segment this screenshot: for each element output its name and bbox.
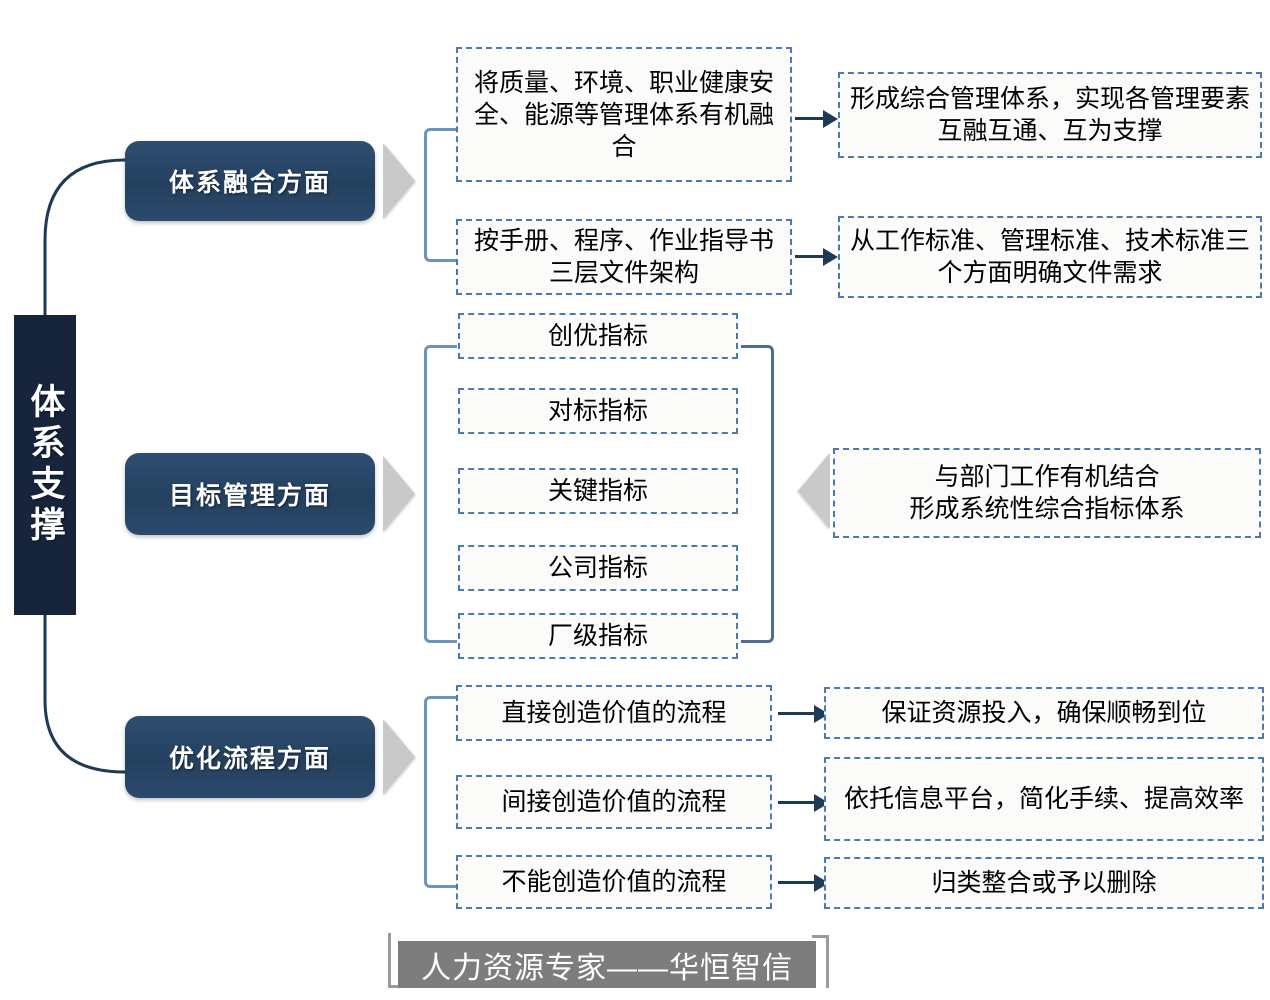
- target-box-1-2[interactable]: 从工作标准、管理标准、技术标准三个方面明确文件需求: [838, 216, 1262, 298]
- arrow-line-1-2: [795, 255, 823, 258]
- target-box-1-1[interactable]: 形成综合管理体系，实现各管理要素互融互通、互为支撑: [838, 72, 1262, 158]
- footer-bracket-left: [388, 933, 405, 988]
- target-box-3-1[interactable]: 保证资源投入，确保顺畅到位: [824, 687, 1264, 739]
- category-box-system-integration[interactable]: 体系融合方面: [125, 141, 375, 221]
- arrow-line-3-1: [778, 712, 814, 715]
- footer-label: 人力资源专家——华恒智信: [421, 951, 793, 985]
- arrow-line-3-3: [778, 881, 814, 884]
- bracket-goal-management-right: [741, 345, 774, 643]
- arrow-line-1-1: [795, 117, 823, 120]
- category-box-process-optimization[interactable]: 优化流程方面: [125, 716, 375, 798]
- indicator-box-3[interactable]: 关键指标: [458, 468, 738, 514]
- bracket-system-integration: [424, 128, 457, 262]
- category-label: 目标管理方面: [168, 482, 331, 510]
- source-box-1-2[interactable]: 按手册、程序、作业指导书三层文件架构: [456, 219, 792, 295]
- arrow-head-1-2: [823, 248, 838, 266]
- target-box-3-3[interactable]: 归类整合或予以删除: [824, 857, 1264, 909]
- category-box-goal-management[interactable]: 目标管理方面: [125, 453, 375, 535]
- summary-line-1: 与部门工作有机结合: [934, 463, 1160, 491]
- summary-line-2: 形成系统性综合指标体系: [909, 495, 1185, 523]
- indicator-box-5[interactable]: 厂级指标: [458, 613, 738, 659]
- spine-label: 体系支撑: [25, 383, 65, 547]
- triangle-left-icon: [798, 453, 830, 529]
- arrow-line-3-2: [778, 801, 814, 804]
- triangle-right-icon-1: [383, 143, 415, 219]
- summary-box-goal-management[interactable]: 与部门工作有机结合 形成系统性综合指标体系: [833, 448, 1261, 538]
- bracket-process-optimization: [424, 696, 457, 888]
- bracket-goal-management-left: [424, 345, 457, 643]
- source-box-3-1[interactable]: 直接创造价值的流程: [456, 685, 772, 741]
- category-label: 体系融合方面: [168, 169, 331, 197]
- spine-bar: 体系支撑: [14, 315, 76, 615]
- triangle-right-icon-2: [383, 456, 415, 532]
- target-box-3-2[interactable]: 依托信息平台，简化手续、提高效率: [824, 757, 1264, 841]
- arrow-head-1-1: [823, 110, 838, 128]
- footer-bracket-right: [812, 935, 829, 988]
- source-box-1-1[interactable]: 将质量、环境、职业健康安全、能源等管理体系有机融合: [456, 47, 792, 182]
- category-label: 优化流程方面: [168, 745, 331, 773]
- indicator-box-1[interactable]: 创优指标: [458, 313, 738, 359]
- indicator-box-4[interactable]: 公司指标: [458, 545, 738, 591]
- source-box-3-3[interactable]: 不能创造价值的流程: [456, 855, 772, 909]
- triangle-right-icon-3: [383, 719, 415, 795]
- footer-banner: 人力资源专家——华恒智信: [398, 941, 816, 988]
- source-box-3-2[interactable]: 间接创造价值的流程: [456, 775, 772, 829]
- indicator-box-2[interactable]: 对标指标: [458, 388, 738, 434]
